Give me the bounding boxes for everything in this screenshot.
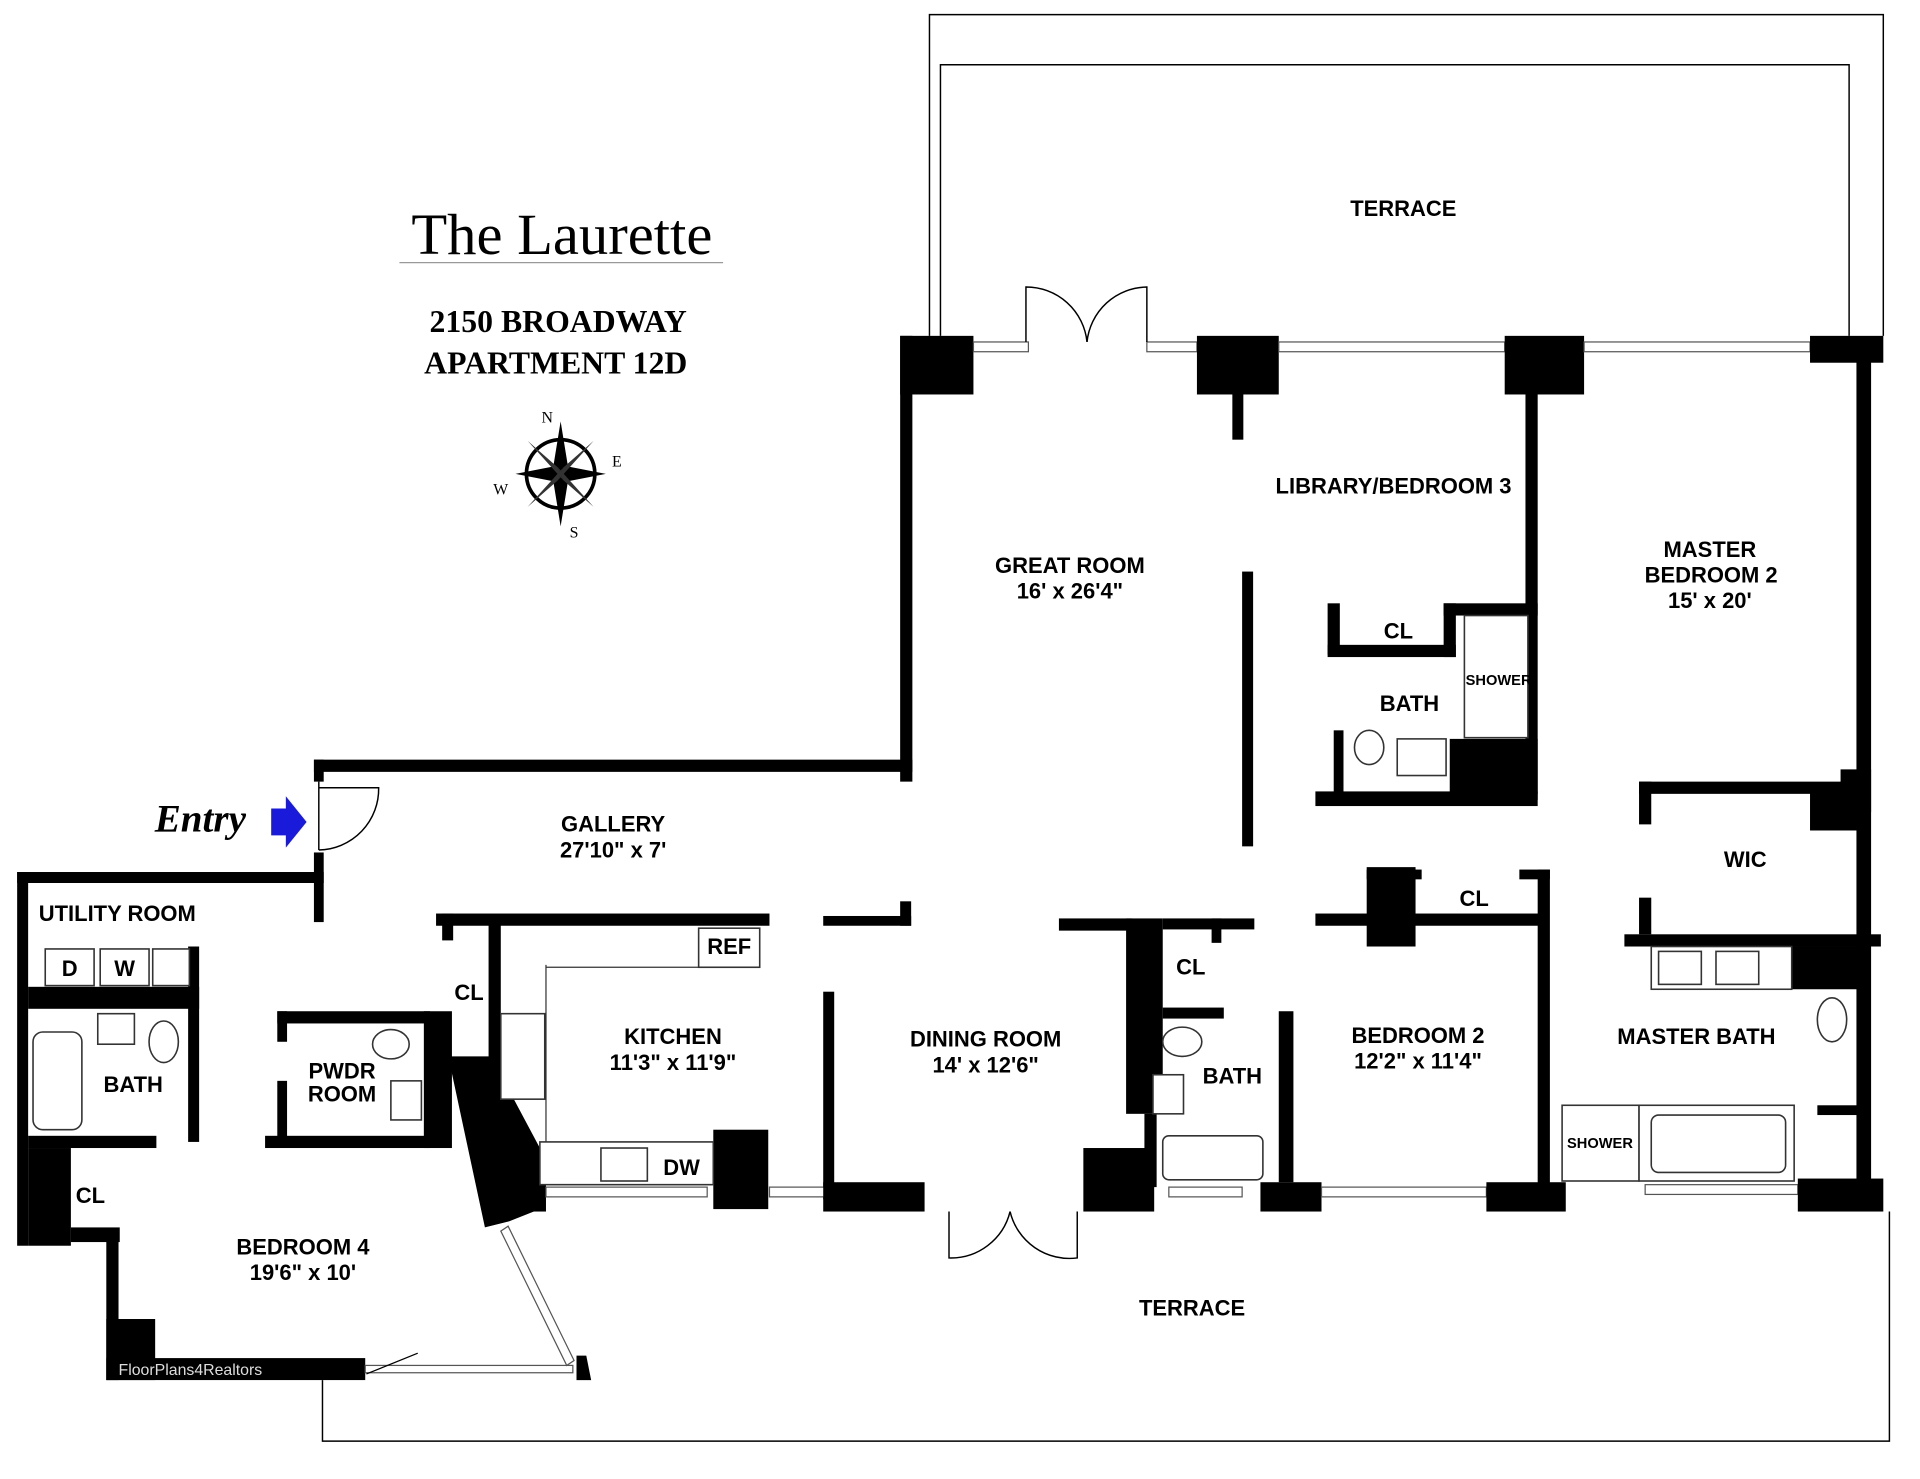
dining-room-size: 14' x 12'6" xyxy=(932,1052,1038,1077)
ref-label: REF xyxy=(707,934,751,959)
terrace-top-outline xyxy=(928,13,1885,336)
gallery-size: 27'10" x 7' xyxy=(560,837,666,862)
dining-room-label: DINING ROOM xyxy=(910,1027,1061,1052)
dw-label: DW xyxy=(663,1155,700,1180)
wic-label: WIC xyxy=(1724,847,1767,872)
shower-library-label: SHOWER xyxy=(1466,673,1532,689)
shower-lib xyxy=(1463,614,1529,739)
toilet-mid xyxy=(1161,1026,1203,1058)
terrace-top-label: TERRACE xyxy=(1350,196,1456,221)
sink-left xyxy=(96,1012,136,1046)
master-bedroom-label-1: MASTER xyxy=(1663,537,1756,562)
bath-mid-label: BATH xyxy=(1203,1063,1262,1088)
compass-w: W xyxy=(493,482,508,499)
master-bedroom-size: 15' x 20' xyxy=(1668,588,1752,613)
toilet-left xyxy=(148,1020,180,1064)
utility-sink xyxy=(151,948,191,987)
walls xyxy=(17,335,1884,1381)
sink-lib xyxy=(1396,738,1447,777)
utility-room-label: UTILITY ROOM xyxy=(39,901,196,926)
pwdr-label-1: PWDR xyxy=(308,1058,375,1083)
refrigerator xyxy=(697,927,761,969)
washer xyxy=(99,948,150,987)
compass-s: S xyxy=(570,524,579,541)
pwdr-label-2: ROOM xyxy=(308,1082,376,1107)
kitchen-sink xyxy=(600,1147,649,1182)
compass-n: N xyxy=(541,410,553,427)
dryer-label: D xyxy=(62,956,78,981)
bedroom2-size: 12'2" x 11'4" xyxy=(1354,1049,1482,1074)
bathtub-mid xyxy=(1161,1135,1264,1181)
great-room-label: GREAT ROOM xyxy=(995,553,1145,578)
entry-label: Entry xyxy=(154,798,247,841)
unit-number: APARTMENT 12D xyxy=(424,346,687,381)
master-bedroom-label-2: BEDROOM 2 xyxy=(1645,563,1778,588)
address: 2150 BROADWAY xyxy=(430,304,687,339)
closet-label: CL xyxy=(1460,886,1489,911)
toilet-master xyxy=(1816,997,1848,1043)
terrace-bottom-outline xyxy=(321,1211,1891,1442)
closet-label: CL xyxy=(76,1183,105,1208)
closet-label: CL xyxy=(1384,619,1413,644)
washer-label: W xyxy=(114,956,135,981)
kitchen-size: 11'3" x 11'9" xyxy=(610,1050,737,1075)
vanity-sink-2 xyxy=(1715,950,1760,986)
compass-rose-icon: N E S W xyxy=(493,410,621,542)
terrace-bottom-label: TERRACE xyxy=(1139,1295,1245,1320)
bath-left-label: BATH xyxy=(103,1072,162,1097)
compass-e: E xyxy=(612,454,622,471)
toilet-lib xyxy=(1353,729,1385,766)
sink-pwdr xyxy=(390,1080,423,1121)
bath-library-label: BATH xyxy=(1380,691,1439,716)
dryer xyxy=(44,948,95,987)
master-bath-label: MASTER BATH xyxy=(1617,1024,1775,1049)
gallery-label: GALLERY xyxy=(561,812,665,837)
closet-label: CL xyxy=(1176,955,1205,980)
stove-icon xyxy=(499,1012,546,1100)
bedroom2-label: BEDROOM 2 xyxy=(1351,1023,1484,1048)
library-label: LIBRARY/BEDROOM 3 xyxy=(1276,473,1512,498)
kitchen-label: KITCHEN xyxy=(624,1024,722,1049)
bathtub-left xyxy=(32,1031,83,1131)
doors xyxy=(318,286,1148,1375)
closet-label: CL xyxy=(454,980,483,1005)
shower-master-label: SHOWER xyxy=(1567,1136,1633,1152)
bedroom4-size: 19'6" x 10' xyxy=(250,1260,356,1285)
entry-arrow-icon xyxy=(271,796,307,848)
sink-mid xyxy=(1152,1073,1185,1115)
watermark: FloorPlans4Realtors xyxy=(119,1362,263,1379)
vanity-sink-1 xyxy=(1657,950,1703,986)
great-room-size: 16' x 26'4" xyxy=(1017,578,1123,603)
fixtures xyxy=(32,614,1848,1186)
building-name: The Laurette xyxy=(411,202,712,267)
bedroom4-label: BEDROOM 4 xyxy=(236,1234,370,1259)
toilet-pwdr xyxy=(371,1028,410,1060)
